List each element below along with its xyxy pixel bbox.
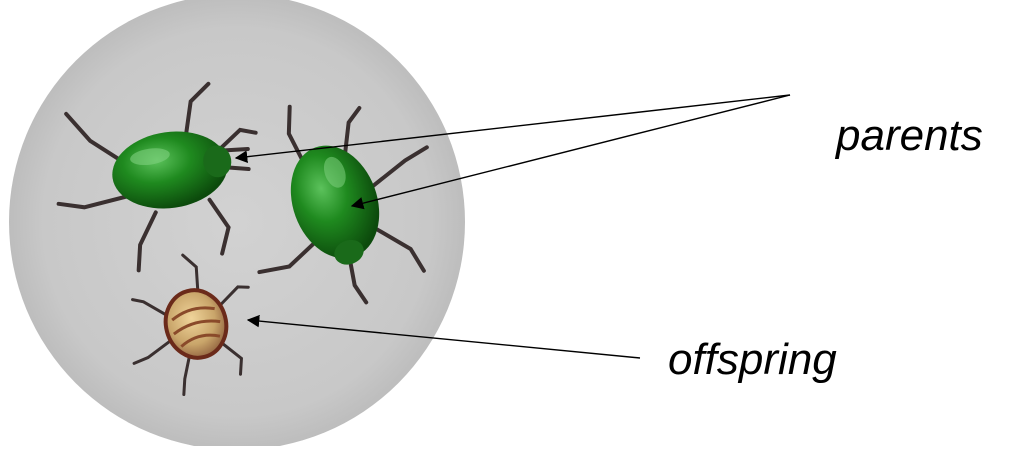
offspring-label: offspring	[668, 338, 837, 382]
parents-label: parents	[836, 114, 983, 158]
petri-dish	[9, 0, 465, 446]
